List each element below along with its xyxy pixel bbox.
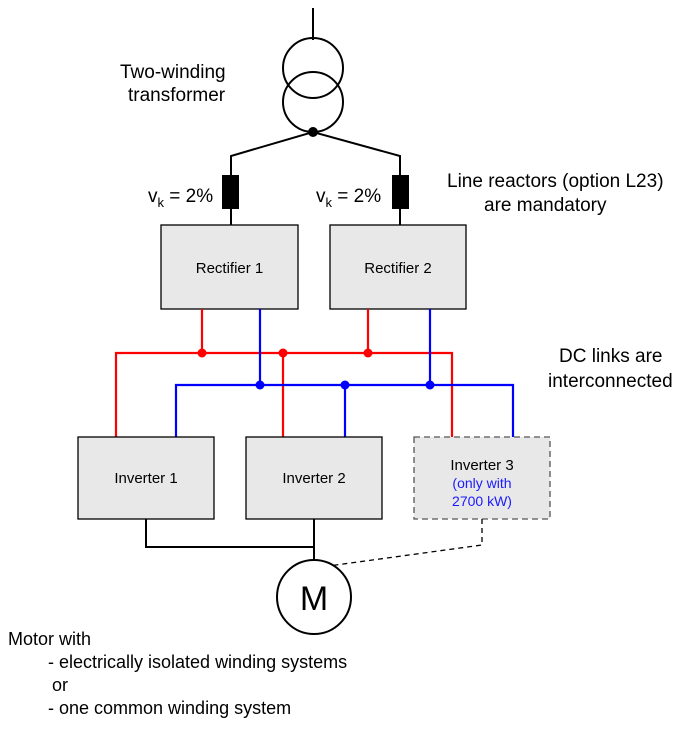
reactor-right-vk-label: vk = 2%: [316, 186, 381, 210]
inverter-1-box: [77, 436, 215, 520]
inverter-3-note-line2: 2700 kW): [452, 493, 512, 509]
line-reactor-left: [222, 175, 239, 209]
negative-dc-junction-dots: [255, 380, 435, 390]
motor-option-common: - one common winding system: [48, 698, 292, 718]
inverter-3-output-wiring: [313, 519, 483, 569]
dc-links-note-line2: interconnected: [548, 371, 673, 392]
rectifier-2-label: Rectifier 2: [364, 260, 432, 277]
rectifier-1-label: Rectifier 1: [196, 260, 264, 277]
dc-links-note-line1: DC links are: [559, 346, 662, 367]
inverter-2-label: Inverter 2: [282, 470, 345, 487]
motor-option-isolated: - electrically isolated winding systems: [48, 652, 348, 672]
rectifier-2-box: [329, 224, 467, 310]
line-reactors-note-line1: Line reactors (option L23): [447, 171, 664, 192]
inverter-3-box: [413, 436, 551, 520]
line-reactor-right: [392, 175, 409, 209]
motor-option-or: or: [52, 675, 69, 695]
rectifier-1-box: [160, 224, 299, 310]
motor-symbol: [276, 559, 352, 635]
transformer-label-line2: transformer: [128, 85, 226, 106]
positive-dc-junction-dots: [197, 348, 373, 358]
inverter-1-output-wiring: [145, 519, 314, 548]
reactor-left-vk-label: vk = 2%: [148, 186, 213, 210]
inverter-1-label: Inverter 1: [114, 470, 177, 487]
inverter-3-note-line1: (only with: [452, 475, 511, 491]
transformer-junction-dot: [308, 127, 318, 137]
transformer-symbol: [282, 37, 344, 133]
motor-description: Motor with - electrically isolated windi…: [8, 628, 347, 720]
inverter-3-label: Inverter 3: [450, 457, 513, 474]
motor-symbol-label: M: [300, 580, 328, 618]
negative-dc-link: [174, 309, 515, 437]
positive-dc-link: [114, 309, 454, 437]
transformer-label-line1: Two-winding: [120, 62, 226, 83]
transformer-secondary-wiring: [230, 130, 401, 175]
line-reactors-note-line2: are mandatory: [484, 195, 607, 216]
motor-description-heading: Motor with: [8, 629, 92, 649]
